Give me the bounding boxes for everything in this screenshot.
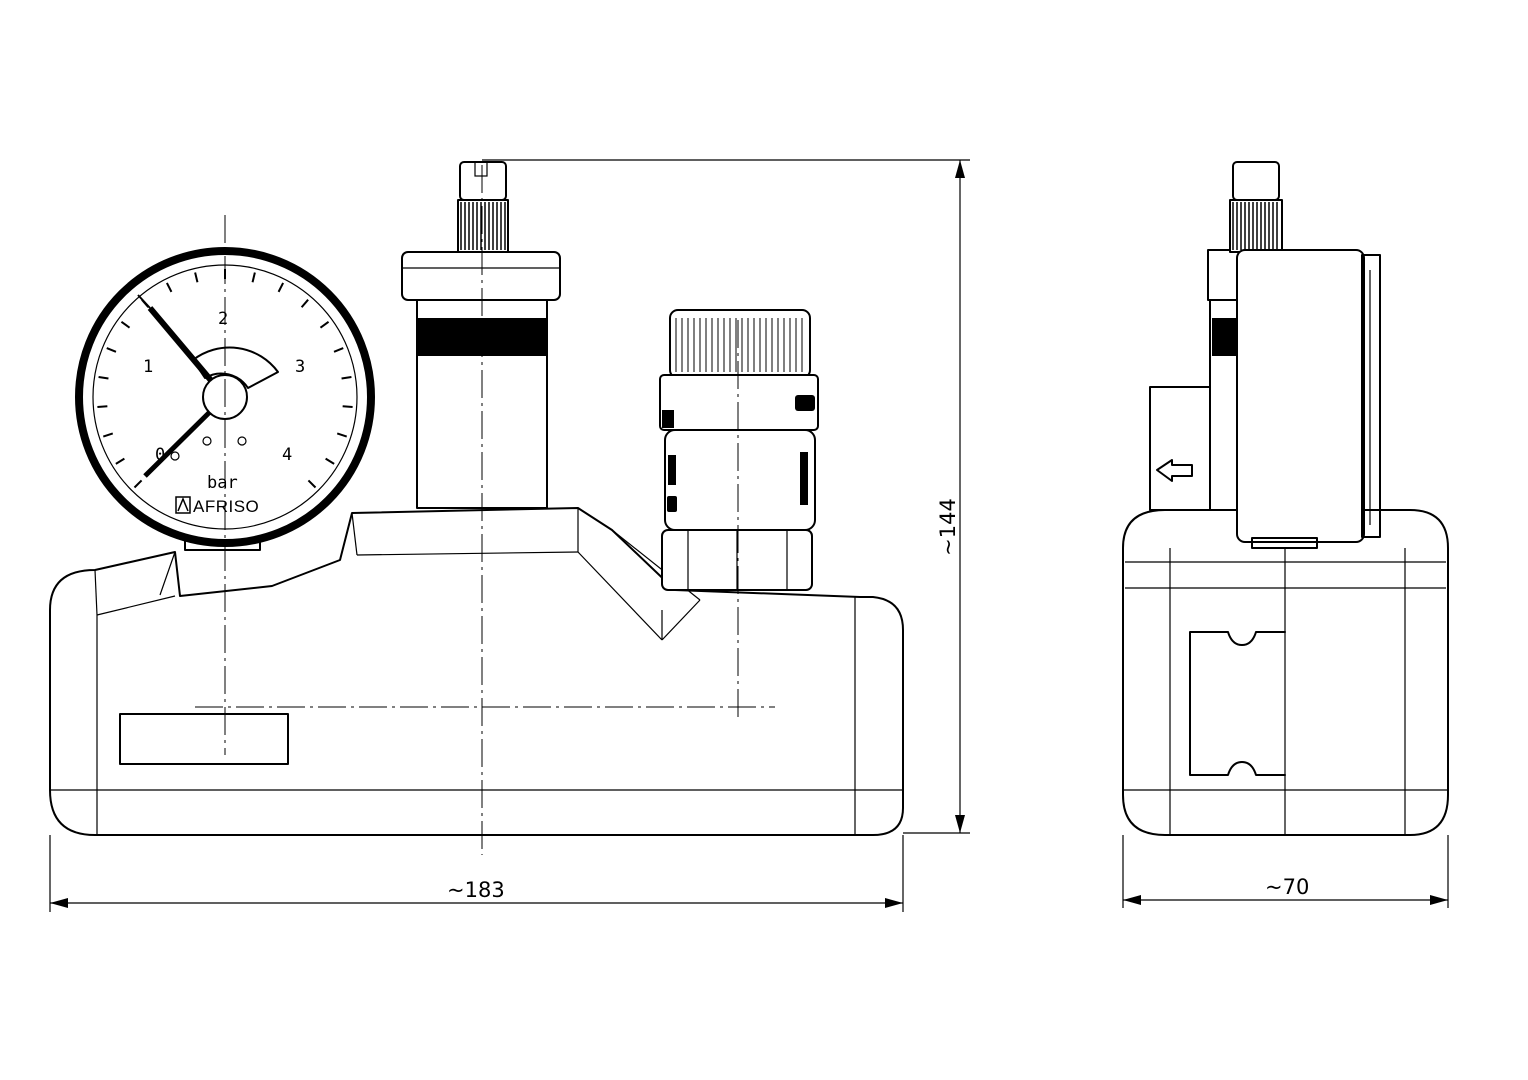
center-lines <box>195 165 775 855</box>
gauge-tick <box>307 479 317 489</box>
width-label: ~183 <box>447 878 505 902</box>
gauge-label-4: 4 <box>282 445 292 465</box>
gauge-label-0: 0 <box>155 445 165 465</box>
arrow-left-icon <box>1156 459 1193 482</box>
depth-label: ~70 <box>1265 875 1309 899</box>
air-vent <box>401 161 561 509</box>
gauge-tick <box>97 405 108 409</box>
safety-valve <box>659 309 819 591</box>
front-view: 1 2 3 4 0 bar AFRISO <box>49 159 970 912</box>
gauge-tick <box>115 457 125 465</box>
side-body <box>1122 509 1449 836</box>
gauge-tick <box>102 432 114 438</box>
gauge-tick <box>98 375 109 380</box>
side-view: ~70 <box>1122 161 1449 908</box>
height-label: ~144 <box>936 498 960 556</box>
gauge-label-2: 2 <box>218 309 228 329</box>
gauge-unit: bar <box>207 473 238 493</box>
dimension-width: ~183 <box>49 835 904 912</box>
gauge-tick <box>165 282 173 293</box>
label-plate <box>119 713 289 765</box>
dimension-depth: ~70 <box>1122 835 1449 908</box>
gauge-tick <box>333 347 344 353</box>
gauge-tick <box>336 432 348 438</box>
dimension-height: ~144 <box>482 159 970 834</box>
gauge-brand: AFRISO <box>193 497 259 516</box>
main-body <box>49 507 904 836</box>
gauge-tick <box>342 405 353 409</box>
valve-cap-ribs <box>675 318 803 372</box>
gauge-label-3: 3 <box>295 357 305 377</box>
gauge-tick <box>133 479 143 489</box>
gauge-tick <box>300 299 309 308</box>
gauge-tick <box>194 272 199 283</box>
gauge-tick <box>319 320 330 329</box>
gauge-tick <box>325 457 335 465</box>
gauge-tick <box>106 347 117 353</box>
side-gauge <box>1236 249 1381 549</box>
gauge-red-sector <box>192 346 279 389</box>
gauge-tick <box>120 320 131 329</box>
side-vent-knurl <box>1232 202 1278 250</box>
gauge-tick <box>251 272 256 283</box>
afriso-logo-icon <box>175 496 191 514</box>
gauge-tick <box>341 375 352 380</box>
side-inlet <box>1149 386 1221 511</box>
gauge-label-1: 1 <box>143 357 153 377</box>
vent-knurl <box>460 202 506 250</box>
gauge-tick <box>277 282 285 293</box>
